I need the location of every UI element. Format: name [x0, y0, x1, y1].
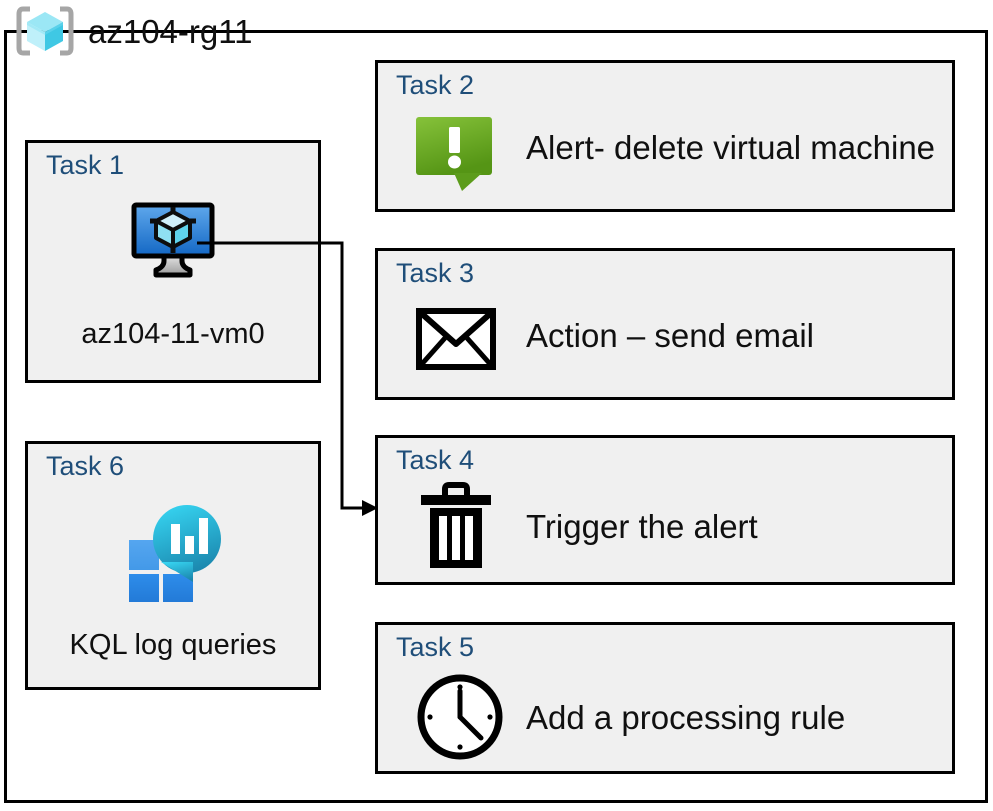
task-label: Task 4	[396, 445, 475, 475]
log-analytics-icon	[129, 505, 221, 602]
task-card-text: az104-11-vm0	[81, 318, 265, 350]
task-card-text: KQL log queries	[69, 629, 277, 661]
task-card-text: Add a processing rule	[526, 699, 846, 736]
trash-icon	[421, 482, 491, 568]
icon-container	[414, 303, 498, 375]
task-card-text: Alert- delete virtual machine	[526, 129, 936, 166]
task-label: Task 5	[396, 632, 475, 662]
icon-container	[28, 201, 318, 279]
task-label: Task 6	[46, 451, 125, 481]
resource-group-name: az104-rg11	[88, 12, 253, 50]
icon-container	[414, 480, 498, 572]
task-card-text: Action – send email	[526, 317, 814, 354]
resource-group-container	[4, 30, 988, 803]
task-card-task2[interactable]: Task 2 Alert- delete virtual machine	[375, 60, 955, 212]
task-card-text: Trigger the alert	[526, 508, 758, 545]
resource-group-header: az104-rg11	[14, 2, 253, 60]
clock-icon	[417, 674, 503, 760]
task-label: Task 3	[396, 258, 475, 288]
task-card-task6[interactable]: Task 6	[25, 441, 321, 690]
task-card-task4[interactable]: Task 4 Trigger the alert	[375, 435, 955, 585]
virtual-machine-icon	[131, 202, 215, 278]
resource-group-title-gap	[17, 53, 289, 75]
task-card-task5[interactable]: Task 5 Add a processing rule	[375, 622, 955, 774]
icon-container	[414, 115, 498, 193]
envelope-icon	[416, 308, 496, 370]
icon-container	[414, 671, 506, 763]
task-label: Task 2	[396, 70, 475, 100]
task-label: Task 1	[46, 150, 125, 180]
azure-resource-group-icon	[16, 6, 74, 56]
icon-container	[28, 502, 318, 602]
task-card-task3[interactable]: Task 3 Action – send email	[375, 248, 955, 400]
task-card-task1[interactable]: Task 1	[25, 140, 321, 383]
alert-callout-icon	[416, 117, 492, 191]
